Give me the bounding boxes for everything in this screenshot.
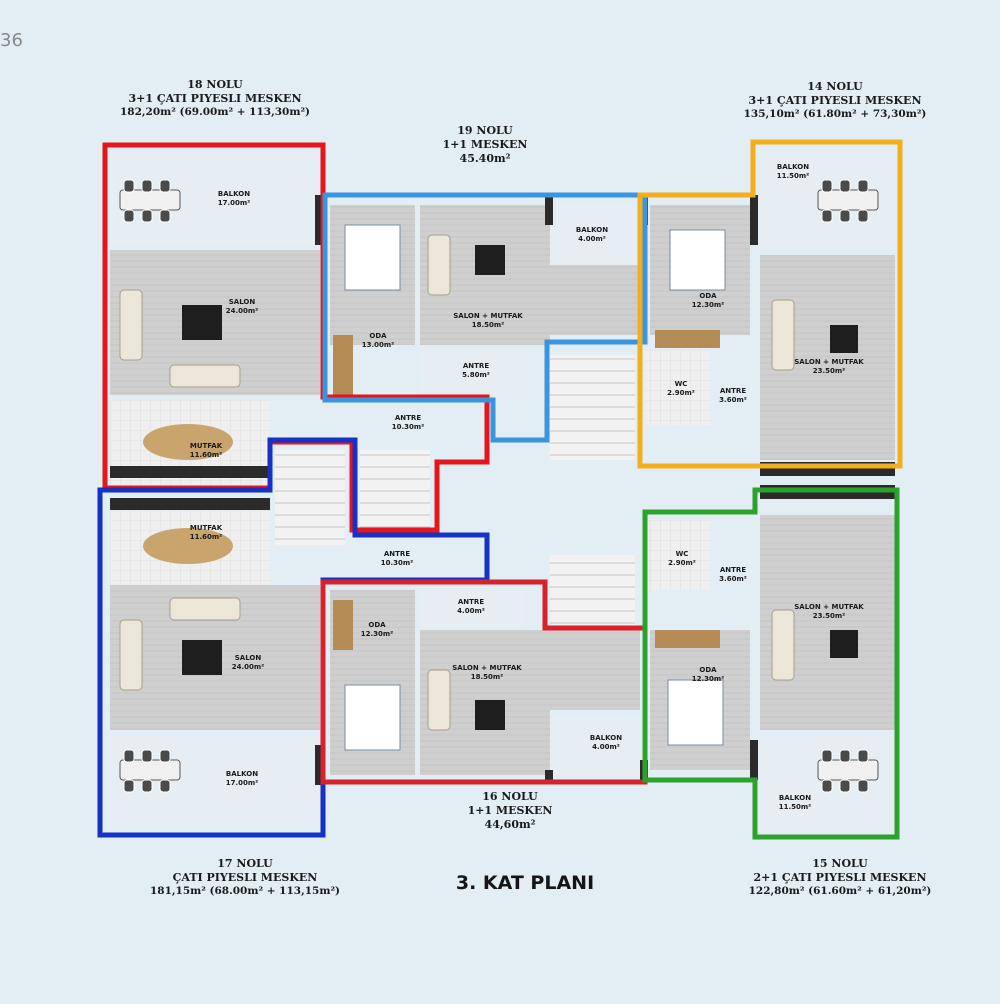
unit-19-number: 19 NOLU xyxy=(457,124,513,137)
unit-15-type: 2+1 ÇATI PIYESLI MESKEN xyxy=(753,870,927,884)
room-name-balkon-18: BALKON xyxy=(218,190,250,198)
unit-14-area: 135,10m² (61.80m² + 73,30m²) xyxy=(743,107,927,120)
room-name-balkon-17: BALKON xyxy=(226,770,258,778)
plan-title: 3. KAT PLANI xyxy=(455,872,595,894)
unit-14-number: 14 NOLU xyxy=(807,80,863,93)
room-area-mutfak-17: 11.60m² xyxy=(190,533,223,541)
room-area-antre-16: 4.00m² xyxy=(457,607,485,615)
unit-15-area: 122,80m² (61.60m² + 61,20m²) xyxy=(748,884,932,897)
room-name-balkon-15: BALKON xyxy=(779,794,811,802)
room-area-salonmutfak-14: 23.50m² xyxy=(813,367,846,375)
room-name-antre-16: ANTRE xyxy=(458,598,484,606)
room-name-antre-14: ANTRE xyxy=(720,387,746,395)
room-area-salon-18: 24.00m² xyxy=(226,307,259,315)
room-area-balkon-18: 17.00m² xyxy=(218,199,251,207)
unit-18-type: 3+1 ÇATI PIYESLI MESKEN xyxy=(128,91,302,105)
unit-14-outline xyxy=(637,139,903,469)
room-area-antre-17: 10.30m² xyxy=(381,559,414,567)
room-name-balkon-14: BALKON xyxy=(777,163,809,171)
room-name-salon-18: SALON xyxy=(229,298,256,306)
unit-16-area: 44,60m² xyxy=(484,817,536,831)
room-area-oda-14: 12.30m² xyxy=(692,301,725,309)
room-name-balkon-16: BALKON xyxy=(590,734,622,742)
room-area-salonmutfak-19: 18.50m² xyxy=(472,321,505,329)
room-name-salonmutfak-19: SALON + MUTFAK xyxy=(453,312,523,320)
room-name-oda-15: ODA xyxy=(699,666,717,674)
room-name-antre-19: ANTRE xyxy=(463,362,489,370)
unit-18-number: 18 NOLU xyxy=(187,78,243,91)
unit-19-label: 19 NOLU 1+1 MESKEN 45.40m² xyxy=(395,124,575,165)
room-area-wc-14: 2.90m² xyxy=(667,389,695,397)
unit-16-number: 16 NOLU xyxy=(482,790,538,803)
unit-17-number: 17 NOLU xyxy=(217,857,273,870)
room-area-antre-19: 5.80m² xyxy=(462,371,490,379)
room-name-oda-16: ODA xyxy=(368,621,386,629)
room-name-balkon-19: BALKON xyxy=(576,226,608,234)
room-area-balkon-15: 11.50m² xyxy=(779,803,812,811)
room-area-balkon-19: 4.00m² xyxy=(578,235,606,243)
unit-15-number: 15 NOLU xyxy=(812,857,868,870)
unit-17-outline xyxy=(97,437,490,838)
room-name-wc-15: WC xyxy=(676,550,689,558)
page-number: 36 xyxy=(0,30,23,51)
unit-17-type: ÇATI PIYESLI MESKEN xyxy=(172,870,318,884)
room-name-oda-14: ODA xyxy=(699,292,717,300)
room-name-salon-17: SALON xyxy=(235,654,262,662)
unit-15-label: 15 NOLU 2+1 ÇATI PIYESLI MESKEN 122,80m²… xyxy=(710,857,970,898)
room-area-mutfak-18: 11.60m² xyxy=(190,451,223,459)
unit-17-area: 181,15m² (68.00m² + 113,15m²) xyxy=(149,884,341,897)
room-area-oda-16: 12.30m² xyxy=(361,630,394,638)
room-area-antre-14: 3.60m² xyxy=(719,396,747,404)
room-area-balkon-17: 17.00m² xyxy=(226,779,259,787)
room-name-mutfak-18: MUTFAK xyxy=(190,442,223,450)
room-area-oda-15: 12.30m² xyxy=(692,675,725,683)
room-name-antre-17: ANTRE xyxy=(384,550,410,558)
unit-18-label: 18 NOLU 3+1 ÇATI PIYESLI MESKEN 182,20m²… xyxy=(90,78,340,119)
unit-14-label: 14 NOLU 3+1 ÇATI PIYESLI MESKEN 135,10m²… xyxy=(710,80,960,121)
room-name-wc-14: WC xyxy=(675,380,688,388)
unit-16-label: 16 NOLU 1+1 MESKEN 44,60m² xyxy=(420,790,600,831)
unit-15-outline xyxy=(642,487,900,840)
room-area-salonmutfak-15: 23.50m² xyxy=(813,612,846,620)
room-name-salonmutfak-14: SALON + MUTFAK xyxy=(794,358,864,366)
room-area-oda-19: 13.00m² xyxy=(362,341,395,349)
room-area-balkon-14: 11.50m² xyxy=(777,172,810,180)
room-area-balkon-16: 4.00m² xyxy=(592,743,620,751)
room-name-salonmutfak-16: SALON + MUTFAK xyxy=(452,664,522,672)
room-name-salonmutfak-15: SALON + MUTFAK xyxy=(794,603,864,611)
unit-19-outline xyxy=(322,192,648,443)
unit-17-label: 17 NOLU ÇATI PIYESLI MESKEN 181,15m² (68… xyxy=(115,857,375,898)
room-name-mutfak-17: MUTFAK xyxy=(190,524,223,532)
unit-19-type: 1+1 MESKEN xyxy=(442,137,528,151)
room-name-oda-19: ODA xyxy=(369,332,387,340)
room-area-wc-15: 2.90m² xyxy=(668,559,696,567)
room-area-antre-15: 3.60m² xyxy=(719,575,747,583)
room-area-salonmutfak-16: 18.50m² xyxy=(471,673,504,681)
unit-16-type: 1+1 MESKEN xyxy=(467,803,553,817)
unit-14-type: 3+1 ÇATI PIYESLI MESKEN xyxy=(748,93,922,107)
unit-19-area: 45.40m² xyxy=(459,151,511,165)
room-area-salon-17: 24.00m² xyxy=(232,663,265,671)
room-name-antre-15: ANTRE xyxy=(720,566,746,574)
room-area-antre-18: 10.30m² xyxy=(392,423,425,431)
room-name-antre-18: ANTRE xyxy=(395,414,421,422)
unit-18-area: 182,20m² (69.00m² + 113,30m²) xyxy=(119,105,311,118)
